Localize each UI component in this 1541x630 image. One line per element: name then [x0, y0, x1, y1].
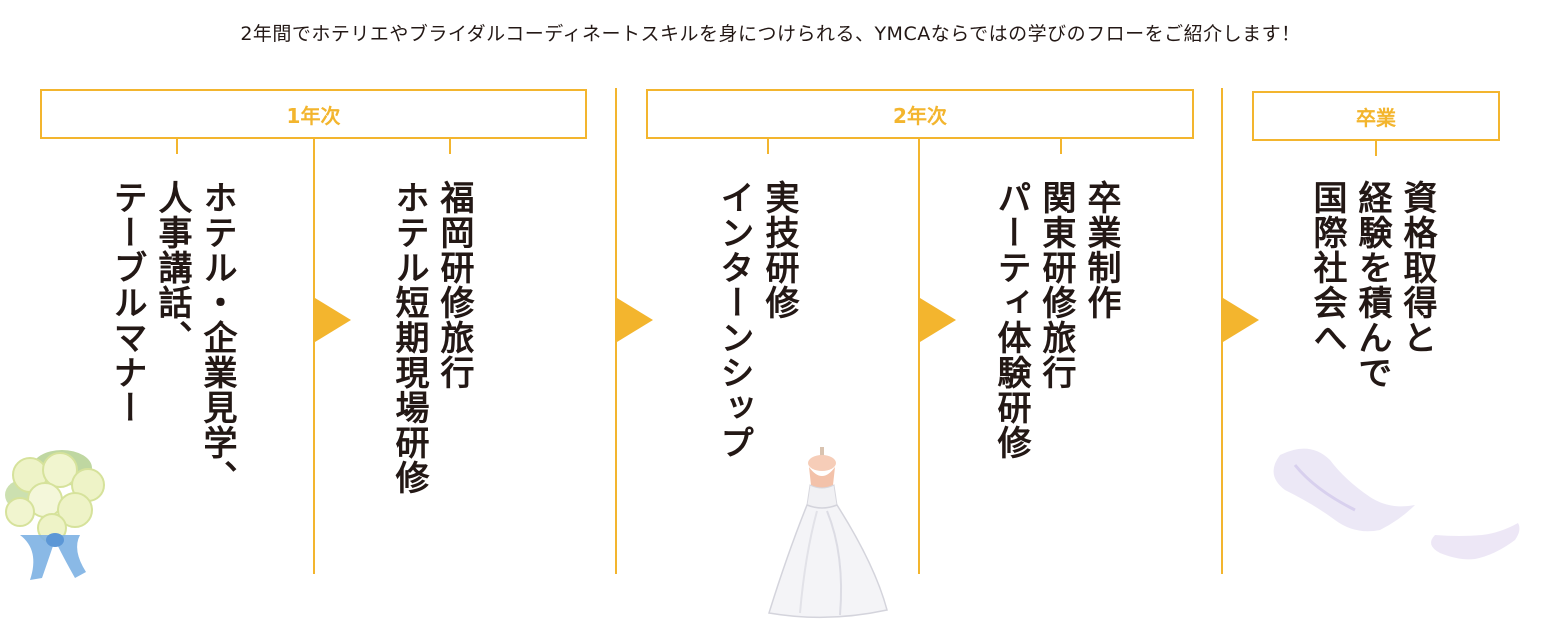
- step-text-1: ホテル・企業見学、人事講話、テーブルマナー: [104, 180, 239, 495]
- wings-illustration: [1273, 448, 1520, 560]
- step-text-2-content: 福岡研修旅行ホテル短期現場研修: [389, 180, 474, 495]
- connector-tick: [767, 139, 769, 154]
- stage-graduation-box: 卒業: [1252, 91, 1500, 141]
- stage-year2-box: 2年次: [646, 89, 1194, 139]
- flow-arrow-icon: [617, 298, 653, 342]
- connector-tick: [176, 139, 178, 154]
- divider-line: [1221, 88, 1223, 574]
- bouquet-illustration: [5, 450, 105, 580]
- stage-year1-box: 1年次: [40, 89, 587, 139]
- flow-arrow-icon: [1223, 298, 1259, 342]
- divider-line: [615, 88, 617, 574]
- step-text-4: 卒業制作関東研修旅行パーティ体験研修: [988, 180, 1123, 460]
- connector-tick: [1060, 139, 1062, 154]
- connector-tick: [1375, 141, 1377, 156]
- step-text-3: 実技研修インターンシップ: [711, 180, 801, 460]
- step-text-3-content: 実技研修インターンシップ: [714, 180, 799, 460]
- step-text-5-content: 資格取得と経験を積んで国際社会へ: [1307, 180, 1437, 390]
- wedding-dress-illustration: [768, 447, 888, 619]
- intro-text: 2年間でホテリエやブライダルコーディネートスキルを身につけられる、YMCAならで…: [240, 23, 1301, 45]
- flow-arrow-icon: [920, 298, 956, 342]
- step-text-5: 資格取得と経験を積んで国際社会へ: [1304, 180, 1439, 390]
- step-text-4-content: 卒業制作関東研修旅行パーティ体験研修: [991, 180, 1121, 460]
- step-text-2: 福岡研修旅行ホテル短期現場研修: [386, 180, 476, 495]
- step-text-1-content: ホテル・企業見学、人事講話、テーブルマナー: [107, 180, 237, 495]
- divider-line: [313, 139, 315, 574]
- flow-arrow-icon: [315, 298, 351, 342]
- connector-tick: [449, 139, 451, 154]
- divider-line: [918, 139, 920, 574]
